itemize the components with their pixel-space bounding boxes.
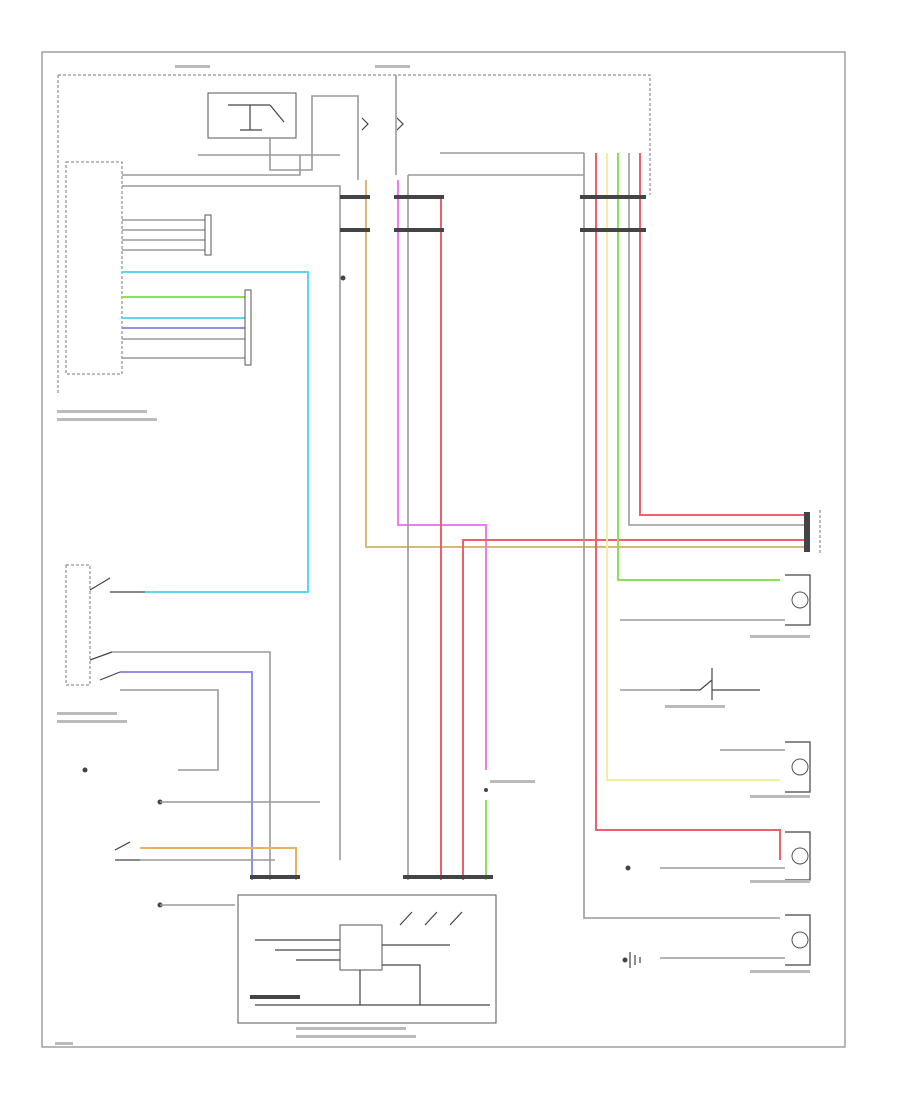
connector-pins-right-2 [580,228,646,232]
relay-output-wire [269,95,359,180]
combination-switch-box [65,161,123,375]
ground-point [340,275,346,281]
wire-right-yellow [606,153,780,781]
module-top-wire-1 [122,155,301,176]
wire-orange [140,847,297,880]
wire-right-gray [583,153,780,919]
flasher-internal-wires [255,939,490,1006]
connector-pins-left [340,195,370,199]
bulb-icon [785,574,811,626]
wire-right-red-top [639,153,810,516]
connector-block-mid [244,289,252,366]
fuse-1-icon [361,117,369,131]
diagram-frame [41,51,846,1048]
wire-right-green [617,153,780,581]
module-top-wire-2 [122,185,341,860]
connector-pins-right [580,195,646,199]
headlight-switch-box [65,564,91,686]
dimmer-switch-icon [114,841,140,861]
relay-box [207,92,297,139]
ground-point-right-2 [622,957,628,963]
connector-dot-green [484,788,488,792]
switch-icon [680,679,760,691]
flasher-connectors [250,875,493,999]
wire-gray-center [407,174,584,880]
connector-pins-center-2 [394,228,444,232]
wire-gray-switch [112,651,271,880]
ground-symbol-right [629,952,641,968]
bulb-icon [785,831,811,881]
flasher-relay-switches [399,911,463,926]
connector-pins-center [394,195,444,199]
connector-pins-left-2 [340,228,370,232]
wire-tan [365,180,810,548]
wire-cyan [122,271,309,593]
ground-point-right-1 [625,865,631,871]
wire-switch-low [120,689,219,771]
bulb-icon [785,741,811,793]
ground-left-1 [82,767,88,773]
switch-icon [89,651,121,681]
wire-right-red [595,153,781,860]
connector-block-top [204,214,212,256]
bulb-icon [785,914,811,966]
relay-internal [228,104,285,131]
wire-blue-switch [120,671,253,880]
faint-labels [55,65,810,1045]
wire-right-gray-2 [628,153,810,526]
flasher-ic [339,924,383,971]
power-bus-dashed [58,74,651,195]
lamp-socket-icon [89,577,145,593]
fuse-2-icon [396,117,404,131]
wire-red-2 [462,539,810,880]
flasher-relay-box [237,894,497,1024]
right-edge-connectors [804,510,821,555]
